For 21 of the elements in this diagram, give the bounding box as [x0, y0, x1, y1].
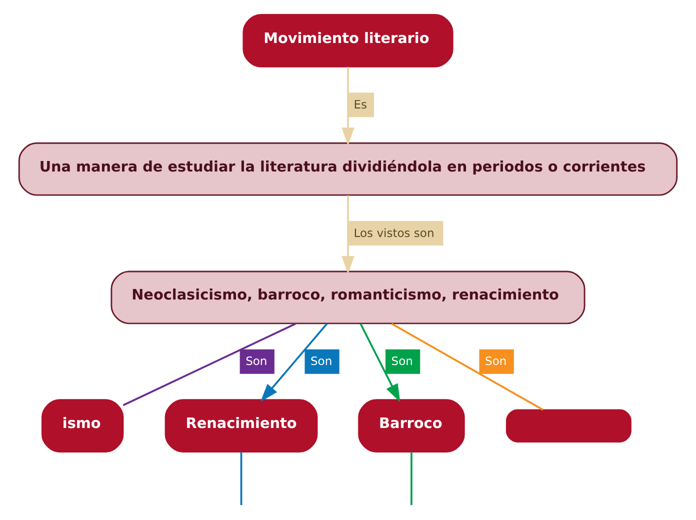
edge-label: Son [310, 354, 332, 368]
node-box: Neoclasicismo, barroco, romanticismo, renacimiento [110, 270, 586, 324]
edge-label: Son [246, 354, 268, 368]
connector [391, 322, 544, 410]
edge-label: Los vistos son [354, 225, 434, 240]
node-box: Barroco [358, 398, 465, 452]
connector [122, 322, 296, 406]
node-box: Una manera de estudiar la literatura dividiéndola en periodos o corrientes [18, 142, 678, 196]
connector [240, 451, 242, 505]
connector [410, 451, 412, 505]
arrow [260, 322, 328, 402]
node-box: Renacimiento [164, 398, 318, 452]
arrow [342, 194, 354, 274]
edge-label: Son [391, 354, 413, 368]
arrow [360, 322, 400, 402]
node-box [506, 408, 632, 442]
node-box: ismo [41, 398, 124, 452]
edge-label: Es [354, 96, 368, 111]
arrow [342, 66, 354, 146]
edge-label: Son [485, 354, 507, 368]
node-box: Movimiento literario [242, 14, 454, 67]
